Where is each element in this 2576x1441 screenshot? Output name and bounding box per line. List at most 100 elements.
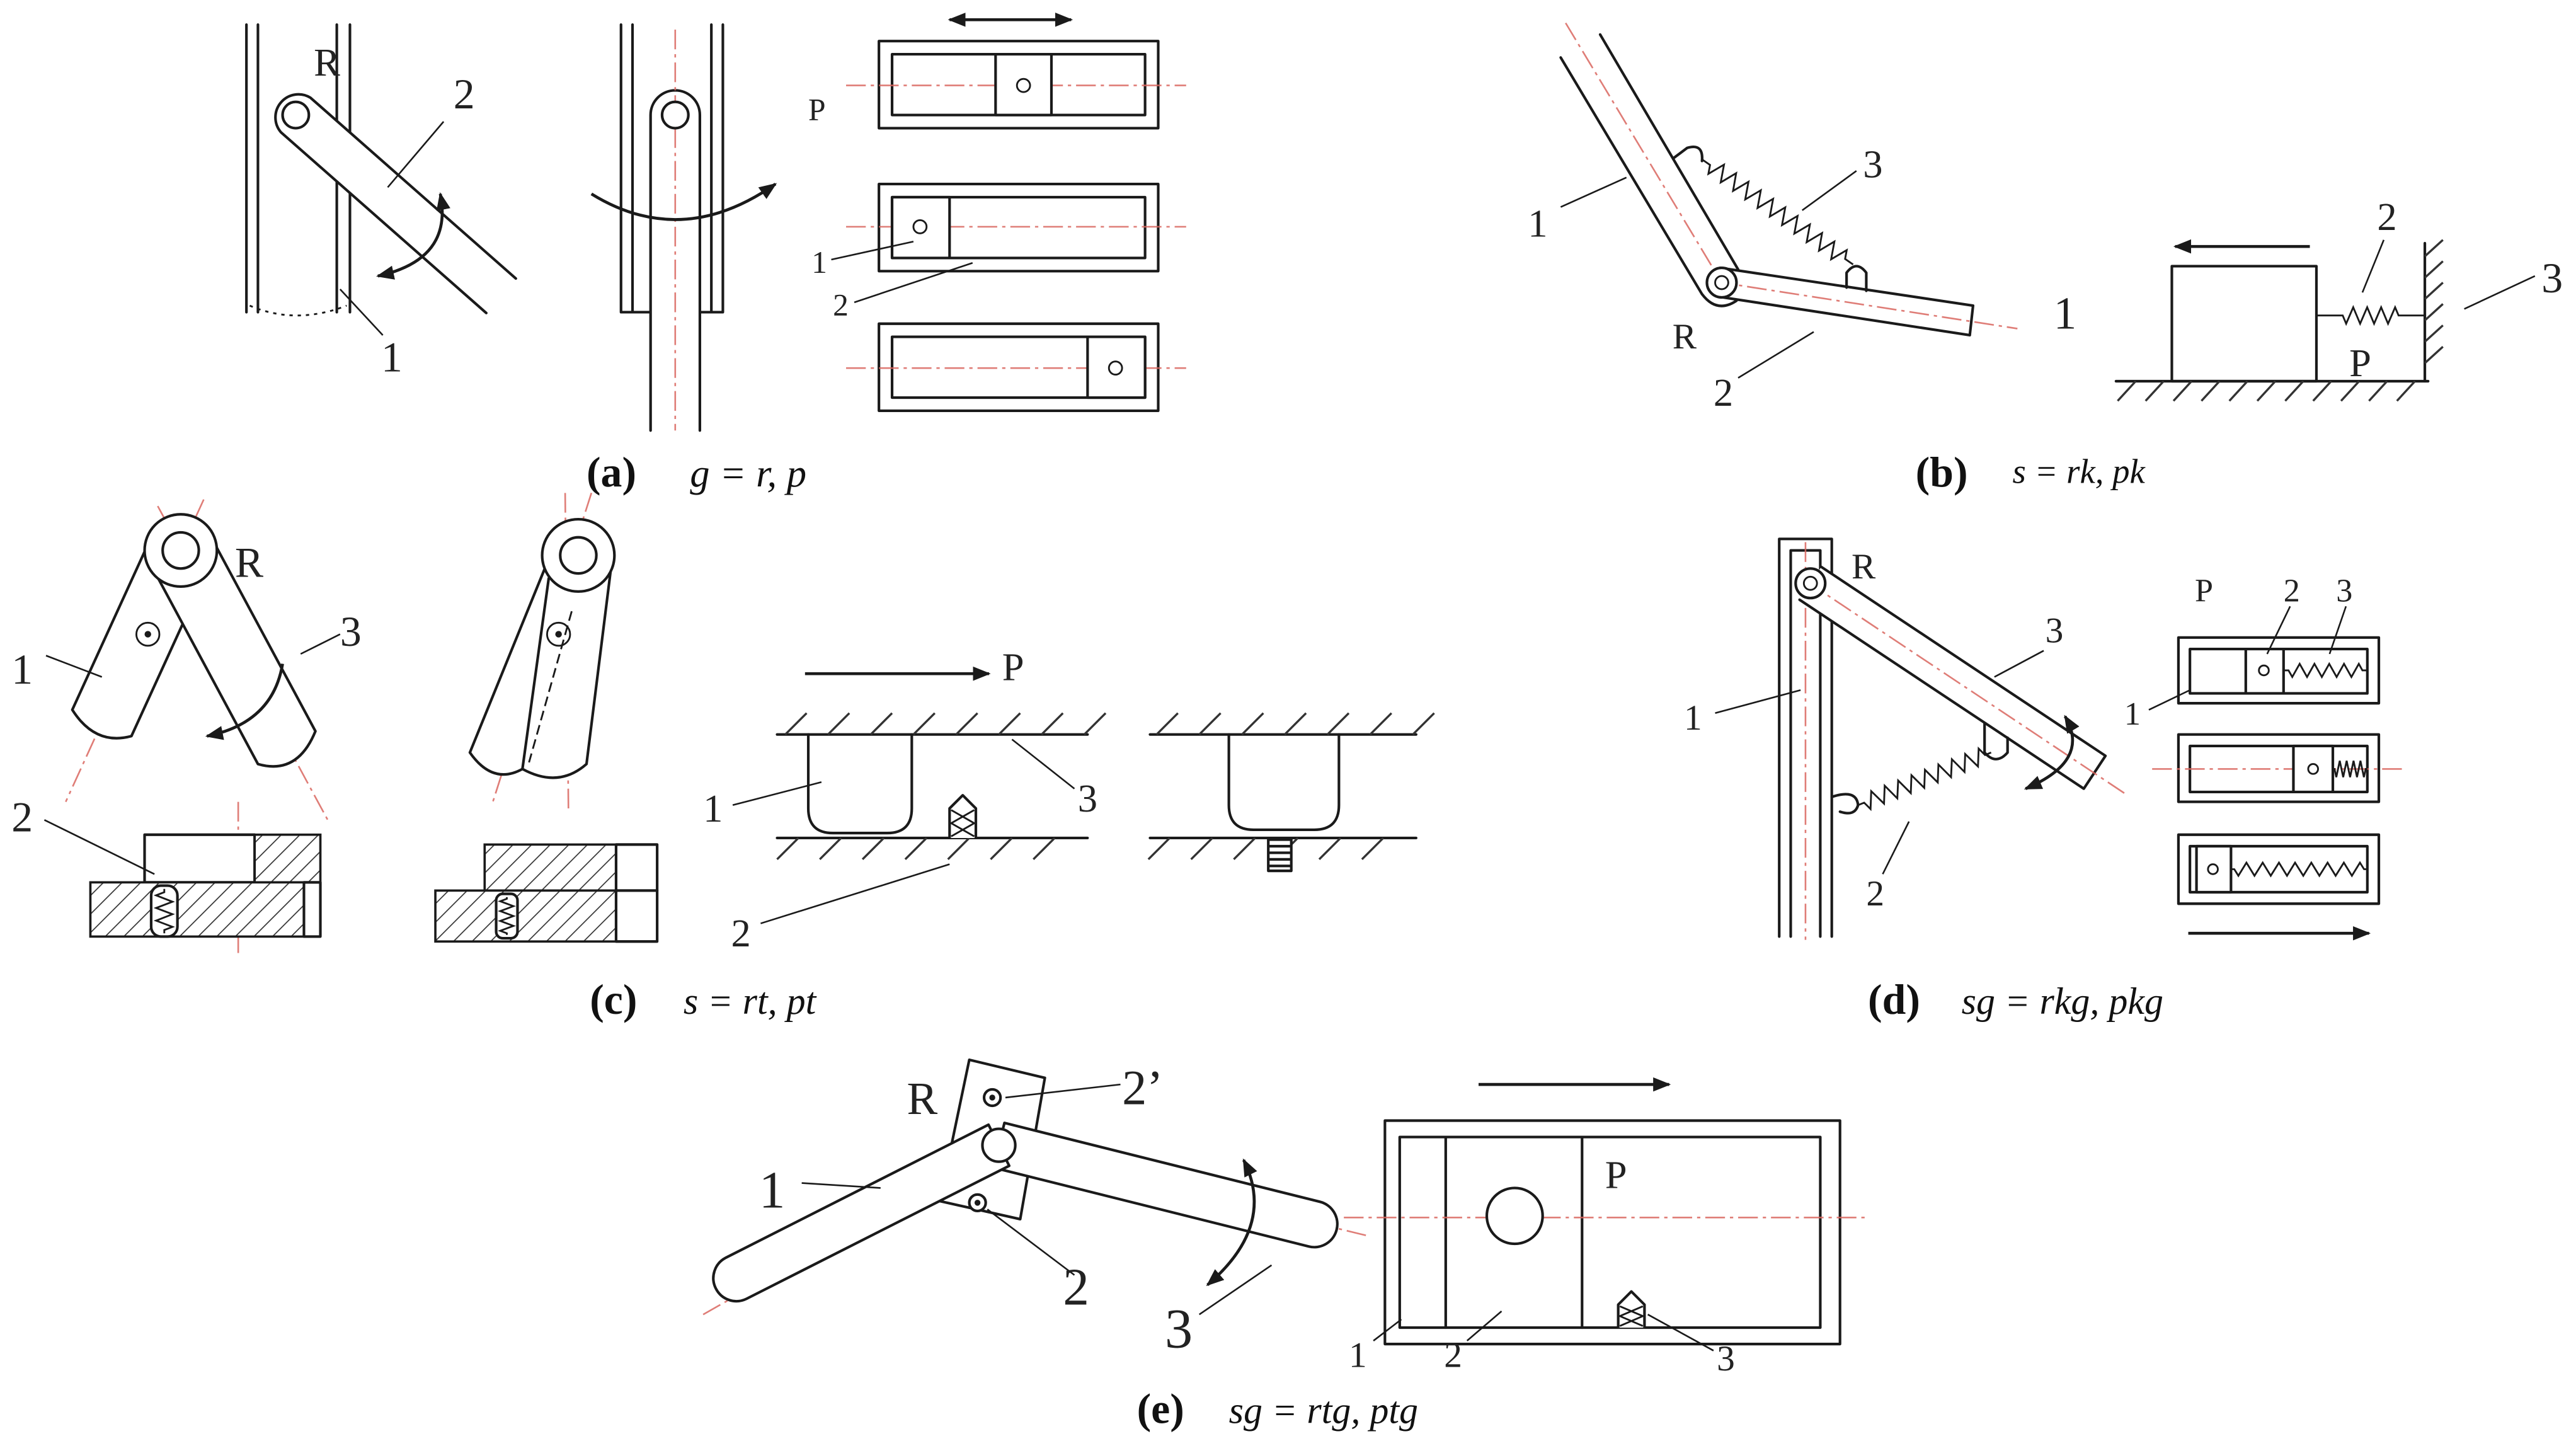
label-1: 1	[1528, 202, 1547, 246]
detent-spring-compressed	[1268, 844, 1291, 868]
detent-2-prime-dot	[989, 1094, 995, 1101]
panel-d-spring-revolute-view: R 3 1 2	[1684, 537, 2128, 940]
leader-3	[2328, 606, 2347, 655]
link-1-edges	[1559, 33, 1740, 307]
label-3: 3	[1078, 776, 1097, 820]
ground-hatch	[2117, 380, 2416, 402]
spring-lug-link-3	[1983, 721, 2009, 761]
leader-1	[1715, 689, 1801, 715]
detent-pin-dot	[555, 631, 562, 638]
rotation-arrow	[1206, 1158, 1257, 1287]
label-2: 2	[11, 794, 33, 841]
leader-2	[1882, 821, 1910, 875]
detent-spring-housing	[1617, 1290, 1646, 1328]
rotation-arrow	[590, 183, 777, 221]
slider	[2292, 744, 2335, 794]
link-3-edges	[1798, 565, 2107, 790]
label-1: 1	[1684, 698, 1702, 738]
slider	[1086, 335, 1147, 399]
spring-lug-link-2	[1845, 265, 1868, 292]
label-2: 2	[2284, 573, 2300, 609]
box-outer	[2177, 833, 2381, 905]
rail-edges	[619, 23, 724, 314]
label-1: 1	[1349, 1336, 1367, 1375]
panel-c-closed-revolute-view	[434, 492, 659, 943]
panel-a-rotated-link-view: R 2 1	[245, 23, 517, 381]
leader-1	[801, 1182, 881, 1189]
caption-formula: s = rt, pt	[684, 980, 817, 1022]
link-1	[712, 1123, 1011, 1303]
caption-formula: s = rk, pk	[2013, 452, 2146, 491]
leader-1	[732, 781, 822, 807]
slider-box-left	[846, 182, 1186, 273]
label-2: 2	[1063, 1259, 1089, 1317]
link-3	[521, 565, 613, 779]
slider-pin	[2307, 763, 2319, 775]
caption-letter: (e)	[1137, 1385, 1184, 1432]
leader-2	[854, 262, 973, 304]
label-1: 1	[703, 786, 723, 830]
detent-spring	[949, 809, 976, 837]
label-R: R	[314, 40, 340, 84]
wall-hatch	[2424, 239, 2444, 364]
slider-pin	[2207, 863, 2219, 875]
leader-3	[1801, 170, 1857, 211]
label-1: 1	[811, 245, 827, 280]
caption-letter: (d)	[1868, 976, 1920, 1023]
leader-1	[2148, 689, 2190, 711]
caption-formula: g = r, p	[690, 451, 806, 495]
leader-2	[2361, 239, 2385, 293]
rotation-arrow	[376, 192, 450, 280]
slider-dividers	[1444, 1135, 1584, 1329]
detent-pin	[135, 621, 161, 647]
label-P: P	[2195, 573, 2213, 609]
bottom-guide-hatch	[776, 837, 1056, 861]
slider-1	[1227, 733, 1341, 832]
label-1: 1	[2124, 696, 2141, 732]
rotation-arrow	[2024, 715, 2080, 790]
slider-pin	[2258, 664, 2270, 677]
rotation-arrow	[205, 663, 284, 740]
upper-plate-end	[614, 843, 659, 892]
leader-2	[387, 121, 445, 188]
top-guide-hatch	[1155, 712, 1435, 735]
pivot-pin	[1714, 275, 1729, 290]
panel-c: R 1 3 2	[11, 492, 1435, 1023]
leader-3	[1011, 738, 1075, 789]
detent-pin	[546, 621, 571, 647]
spring-lug-link-1	[1673, 145, 1703, 163]
spring	[2283, 662, 2367, 679]
slider-pin	[1485, 1186, 1544, 1246]
leader-3	[300, 633, 341, 655]
caption-formula: sg = rtg, ptg	[1229, 1389, 1418, 1431]
label-R: R	[907, 1073, 938, 1124]
spring-2	[2316, 304, 2425, 326]
leader-2	[43, 819, 155, 875]
slider-pin	[1016, 78, 1031, 93]
pivot-outer	[143, 513, 219, 588]
label-1: 1	[2054, 288, 2077, 339]
lower-plate-end	[302, 881, 322, 938]
pivot-circle	[1794, 567, 1827, 600]
leader-2	[987, 1208, 1075, 1276]
label-R: R	[235, 539, 264, 586]
slider-box-middle	[846, 40, 1186, 130]
caption-letter: (a)	[587, 449, 636, 496]
hidden-edge	[528, 611, 573, 763]
panel-d-spring-prismatic-views: P 2 3 1	[2124, 573, 2407, 941]
label-2-prime: 2’	[1122, 1060, 1163, 1115]
spring	[1857, 746, 1992, 812]
leader-1	[831, 241, 914, 261]
spring-extended	[2231, 861, 2367, 878]
link-edges	[649, 89, 702, 432]
top-guide-hatch	[784, 712, 1107, 735]
panel-e-detent-prismatic-view: P 1 2 3	[1344, 1077, 1867, 1379]
lower-plate	[89, 881, 306, 938]
spring-box-bottom	[2177, 833, 2381, 905]
rail-1-outer	[1778, 537, 1833, 938]
bottom-guide-hatch	[1147, 837, 1384, 861]
slider	[890, 195, 951, 260]
spring-hook-rail	[1830, 793, 1860, 815]
label-2: 2	[1444, 1336, 1462, 1375]
centerline	[1565, 22, 2018, 330]
